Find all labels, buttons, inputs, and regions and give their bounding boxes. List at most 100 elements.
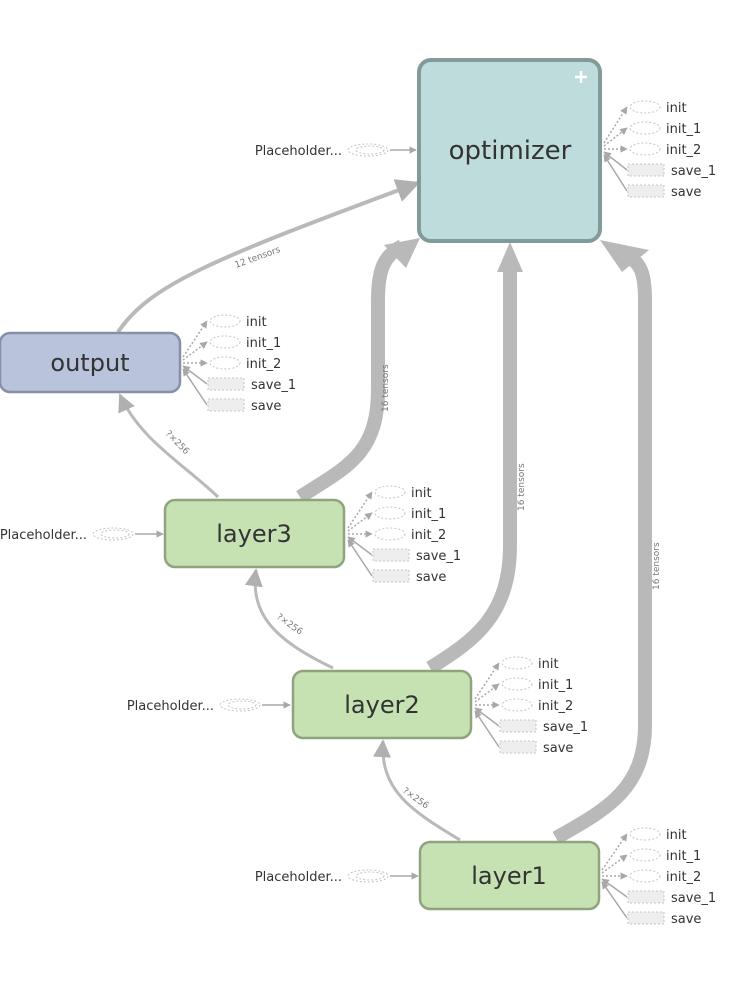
placeholder-layer2[interactable]: Placeholder... — [127, 698, 291, 714]
node-layer3-label: layer3 — [216, 520, 291, 548]
edge-label-layer1-optimizer: 16 tensors — [652, 542, 662, 590]
aux-edge — [603, 127, 628, 147]
aux-node-label: init_1 — [666, 849, 701, 864]
aux-node-label: init — [538, 657, 559, 672]
aux-node-layer2-save_1[interactable]: save_1 — [474, 707, 588, 735]
aux-node-layer1-init[interactable]: init — [601, 827, 687, 871]
aux-edge — [182, 320, 208, 358]
aux-node-label: init — [411, 486, 432, 501]
aux-edge — [603, 154, 628, 192]
placeholder-label: Placeholder... — [127, 699, 214, 714]
save-node-shape — [627, 911, 665, 925]
node-optimizer[interactable]: optimizer — [417, 58, 602, 243]
aux-node-layer3-save_1[interactable]: save_1 — [347, 536, 461, 564]
aux-edge — [347, 539, 373, 577]
init-node-shape — [629, 827, 661, 841]
aux-node-label: init_1 — [246, 336, 281, 351]
aux-node-layer3-init[interactable]: init — [347, 485, 432, 529]
node-layer3[interactable]: layer3 — [163, 498, 346, 569]
aux-node-label: init_2 — [666, 143, 701, 158]
aux-node-label: save_1 — [251, 378, 296, 393]
edge-layer3-to-output[interactable] — [118, 393, 220, 499]
placeholder-ellipse-inner — [355, 145, 385, 155]
node-layer2[interactable]: layer2 — [291, 669, 473, 740]
aux-node-output-init_1[interactable]: init_1 — [182, 335, 281, 361]
init-node-shape — [374, 485, 406, 499]
aux-node-optimizer-init_1[interactable]: init_1 — [603, 121, 701, 147]
auxiliary-nodes: initinit_1init_2save_1saveinitinit_1init… — [182, 100, 716, 927]
aux-node-label: save_1 — [543, 720, 588, 735]
aux-node-optimizer-save[interactable]: save — [603, 154, 701, 200]
node-output-box — [0, 331, 182, 394]
aux-node-layer2-init[interactable]: init — [474, 656, 559, 700]
aux-edge — [347, 512, 373, 532]
init-node-shape — [629, 869, 661, 883]
aux-node-layer1-save_1[interactable]: save_1 — [601, 878, 716, 906]
node-layer1[interactable]: layer1 — [418, 840, 601, 911]
aux-node-label: save_1 — [671, 164, 716, 179]
node-output-label: output — [50, 349, 129, 377]
aux-edge — [182, 368, 208, 406]
edge-layer1-to-layer2[interactable] — [373, 739, 461, 842]
save-node-shape — [499, 740, 537, 754]
aux-node-layer3-init_1[interactable]: init_1 — [347, 506, 446, 532]
edge-label-output-optimizer: 12 tensors — [234, 245, 283, 271]
aux-node-label: init — [666, 828, 687, 843]
aux-node-label: init_1 — [538, 678, 573, 693]
aux-node-output-init_2[interactable]: init_2 — [183, 356, 281, 372]
save-node-shape — [627, 184, 665, 198]
aux-node-output-save_1[interactable]: save_1 — [182, 365, 296, 393]
placeholder-label: Placeholder... — [255, 144, 342, 159]
aux-node-layer2-init_1[interactable]: init_1 — [474, 677, 573, 703]
placeholders: Placeholder... Placeholder... Placeholde… — [0, 143, 419, 885]
node-layer1-label: layer1 — [471, 862, 546, 890]
placeholder-optimizer[interactable]: Placeholder... — [255, 143, 417, 159]
placeholder-layer3[interactable]: Placeholder... — [0, 527, 164, 543]
aux-node-layer1-init_2[interactable]: init_2 — [602, 869, 701, 885]
aux-node-optimizer-init[interactable]: init — [603, 100, 687, 144]
aux-edge — [601, 881, 628, 919]
init-node-shape — [209, 314, 241, 328]
edge-layer3-to-optimizer-arrow — [384, 238, 420, 268]
aux-node-layer2-save[interactable]: save — [474, 710, 573, 756]
aux-node-label: init_2 — [246, 357, 281, 372]
edge-layer2-to-layer3[interactable] — [244, 568, 334, 670]
aux-node-layer1-init_1[interactable]: init_1 — [601, 848, 701, 874]
plus-icon[interactable] — [575, 71, 587, 83]
aux-node-label: init_2 — [666, 870, 701, 885]
aux-node-label: init_1 — [666, 122, 701, 137]
init-node-shape — [374, 506, 406, 520]
edge-layer2-to-optimizer[interactable] — [426, 268, 517, 674]
init-node-shape — [501, 677, 533, 691]
node-optimizer-label: optimizer — [449, 136, 572, 166]
aux-node-layer3-init_2[interactable]: init_2 — [348, 527, 446, 543]
edge-layer2-to-optimizer-arrow — [497, 242, 523, 272]
node-output[interactable]: output — [0, 331, 182, 394]
save-node-shape — [499, 719, 537, 733]
placeholder-ellipse-inner — [100, 529, 130, 539]
placeholder-layer1[interactable]: Placeholder... — [255, 869, 419, 885]
aux-node-optimizer-init_2[interactable]: init_2 — [604, 142, 701, 158]
aux-node-output-init[interactable]: init — [182, 314, 267, 358]
edge-output-to-optimizer[interactable] — [116, 179, 421, 334]
aux-node-layer2-init_2[interactable]: init_2 — [475, 698, 573, 714]
aux-node-label: init_1 — [411, 507, 446, 522]
init-node-shape — [629, 142, 661, 156]
aux-node-label: save — [251, 399, 281, 414]
aux-node-output-save[interactable]: save — [182, 368, 281, 414]
aux-node-layer3-save[interactable]: save — [347, 539, 446, 585]
edge-label-layer3-optimizer: 16 tensors — [381, 364, 391, 412]
init-node-shape — [209, 356, 241, 370]
aux-node-layer1-save[interactable]: save — [601, 881, 701, 927]
node-layer1-box — [418, 840, 601, 911]
edge-layer1-to-optimizer[interactable] — [552, 248, 652, 845]
aux-edge — [603, 106, 628, 144]
placeholder-ellipse-inner — [355, 871, 385, 881]
edge-layer3-to-optimizer[interactable] — [296, 239, 406, 503]
aux-node-label: save — [416, 570, 446, 585]
